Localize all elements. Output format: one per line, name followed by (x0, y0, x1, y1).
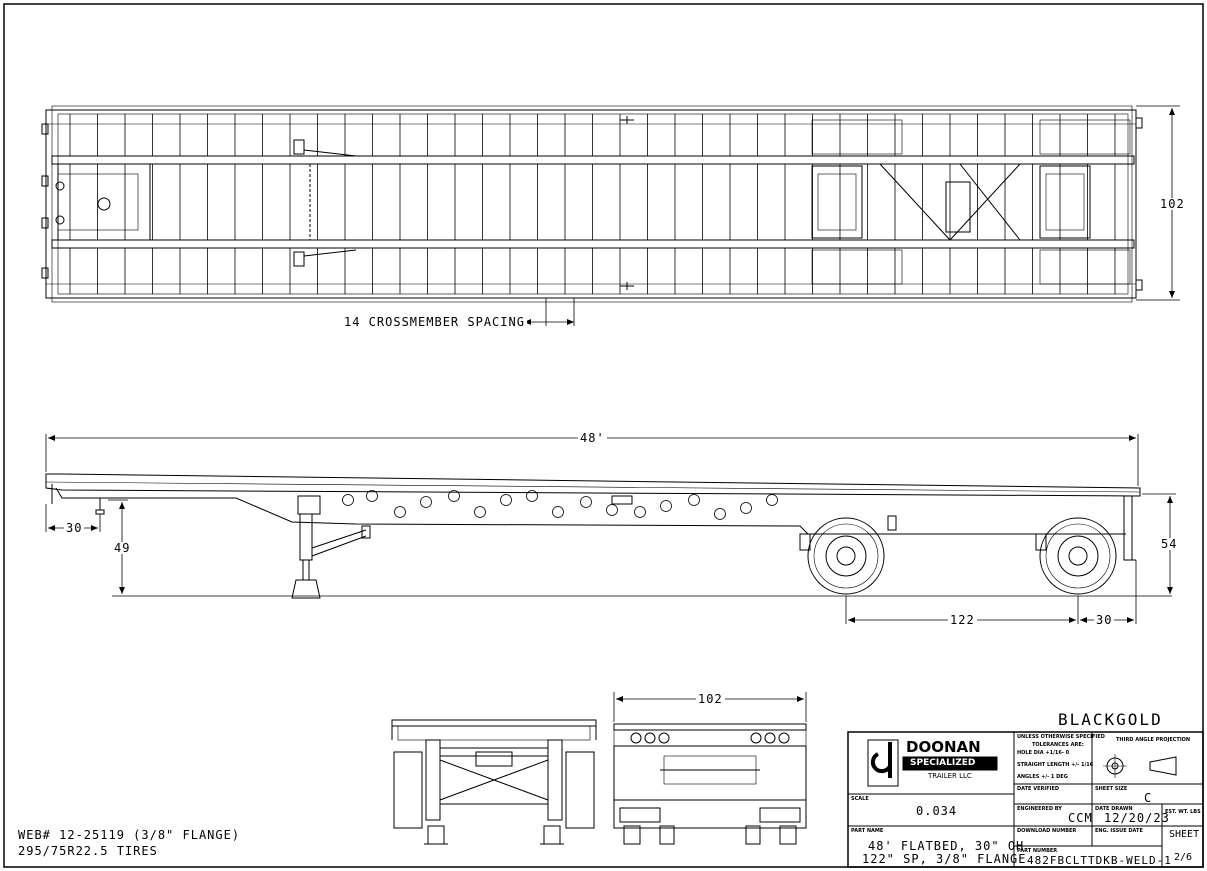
eng-issue-date-label: ENG. ISSUE DATE (1095, 828, 1143, 834)
lightening-hole (474, 506, 486, 518)
sheet-size-value: C (1144, 791, 1153, 805)
tolerance-line-4: STRAIGHT LENGTH +/- 1/16 (1017, 762, 1094, 768)
lightening-hole (766, 494, 778, 506)
overall-length-dim-label: 48' (578, 431, 607, 445)
crossmembers (69, 114, 1116, 294)
web-note: WEB# 12-25119 (3/8" FLANGE) (18, 828, 241, 842)
date-drawn-value: 12/20/23 (1104, 811, 1170, 825)
top-width-dim-label: 102 (1158, 197, 1187, 211)
brand-name: BLACKGOLD (1058, 710, 1163, 729)
logo-doonan: DOONAN (906, 738, 981, 756)
date-verified-label: DATE VERIFIED (1017, 786, 1060, 792)
lightening-hole (552, 506, 564, 518)
part-number-value: 482FBCLTTDKB-WELD-1 (1027, 854, 1172, 867)
logo-specialized: SPECIALIZED (910, 758, 976, 768)
front-view (391, 719, 597, 845)
tolerance-line-3: HOLE DIA +1/16- 0 (1017, 750, 1070, 756)
lightening-hole (660, 500, 672, 512)
sheet-value: 2/6 (1174, 852, 1193, 863)
engineered-by-label: ENGINEERED BY (1017, 806, 1062, 812)
axle-spread-dim-label: 122 (948, 613, 977, 627)
tolerance-line-5: ANGLES +/- 1 DEG (1017, 774, 1068, 780)
lightening-hole (420, 496, 432, 508)
sheet-border (3, 3, 1204, 868)
side-view (45, 473, 1141, 599)
projection-label: THIRD ANGLE PROJECTION (1116, 737, 1191, 743)
lightening-hole (394, 506, 406, 518)
front-overhang-dim-label: 30 (64, 521, 85, 535)
engineered-by-value: CCM (1068, 811, 1093, 825)
sheet-label: SHEET (1169, 829, 1200, 840)
scale-value: 0.034 (916, 804, 958, 818)
lightening-hole (714, 508, 726, 520)
tolerance-line-2: TOLERANCES ARE: (1032, 742, 1084, 748)
crossmember-spacing-label: 14 CROSSMEMBER SPACING (342, 315, 527, 329)
title-block-frame (847, 731, 1204, 868)
lightening-hole (580, 496, 592, 508)
lightening-hole (606, 504, 618, 516)
part-name-label: PART NAME (851, 828, 884, 834)
lightening-hole (688, 494, 700, 506)
date-drawn-label: DATE DRAWN (1095, 806, 1133, 812)
download-number-label: DOWNLOAD NUMBER (1017, 828, 1077, 834)
lightening-hole (740, 502, 752, 514)
top-view (41, 105, 1143, 303)
rear-height-dim-label: 54 (1159, 537, 1180, 551)
lightening-hole (634, 506, 646, 518)
lightening-hole (366, 490, 378, 502)
part-name-line-2: 122" SP, 3/8" FLANGE (862, 852, 1027, 866)
scale-label: SCALE (851, 796, 869, 802)
rear-view (613, 723, 807, 845)
sheet-size-label: SHEET SIZE (1095, 786, 1128, 792)
tire-note: 295/75R22.5 TIRES (18, 844, 158, 858)
part-name-line-1: 48' FLATBED, 30" OH (868, 839, 1025, 853)
est-wt-label: EST. WT. LBS (1165, 809, 1201, 815)
lightening-hole (526, 490, 538, 502)
lightening-hole (448, 490, 460, 502)
front-height-dim-label: 49 (112, 541, 133, 555)
tolerance-line-1: UNLESS OTHERWISE SPECIFIED (1017, 734, 1105, 740)
side-lightening-holes (342, 490, 778, 520)
part-number-label: PART NUMBER (1017, 848, 1058, 854)
lightening-hole (500, 494, 512, 506)
lightening-hole (342, 494, 354, 506)
rear-width-dim-label: 102 (696, 692, 725, 706)
rear-overhang-dim-label: 30 (1094, 613, 1115, 627)
logo-trailer-llc: TRAILER LLC (928, 772, 972, 780)
